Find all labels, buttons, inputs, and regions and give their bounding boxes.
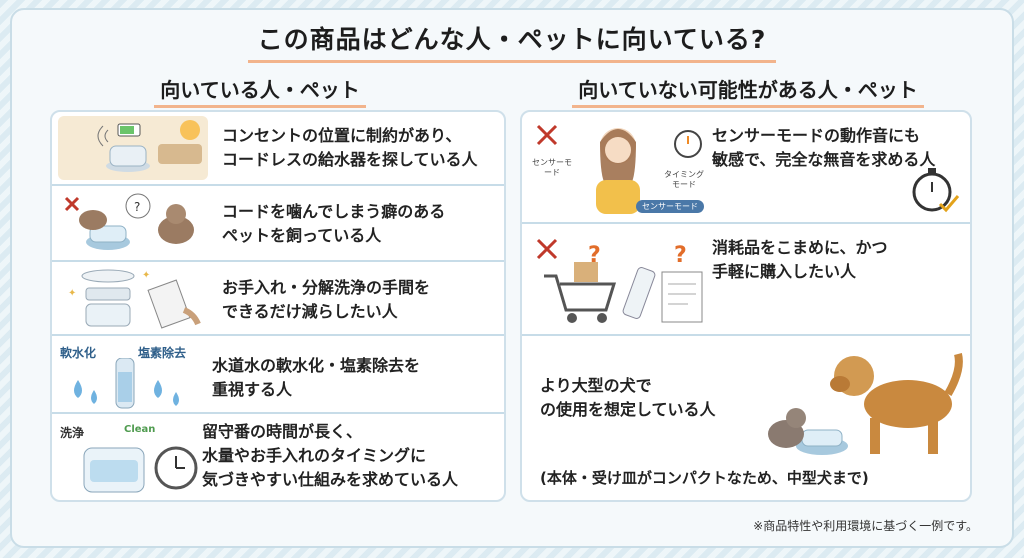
unsuitable-panel: センサーモード タイミングモード センサーモード センサーモードの動作音にも敏感… xyxy=(520,110,972,502)
large-dog-cat-illustration xyxy=(768,353,963,455)
svg-text:✦: ✦ xyxy=(68,288,76,299)
list-item: ? コードを噛んでしまう癖のあるペットを飼っている人 xyxy=(52,184,504,260)
suitable-panel: コンセントの位置に制約があり、コードレスの給水器を探している人 ? コードを噛ん… xyxy=(50,110,506,502)
list-item: 洗浄 Clean 留守番の時間が長く、水量やお手入れのタイミングに気づきやすい仕… xyxy=(52,412,504,500)
item-text: コードを噛んでしまう癖のあるペットを飼っている人 xyxy=(222,202,446,245)
clean-label: Clean xyxy=(124,424,156,435)
item-subtext: (本体・受け皿がコンパクトなため、中型犬まで) xyxy=(540,469,869,487)
timer-check-icon xyxy=(912,168,960,213)
left-column-heading: 向いている人・ペット xyxy=(60,74,460,108)
chlorine-removal-label: 塩素除去 xyxy=(138,346,187,360)
item-text: 消耗品をこまめに、かつ手軽に購入したい人 xyxy=(712,238,888,281)
sensor-mode-chip: センサーモード xyxy=(636,200,704,213)
timing-mode-label: タイミングモード xyxy=(664,170,704,189)
easy-cleaning-illustration: ✦ ✦ xyxy=(68,269,201,329)
cat-cord-illustration: ? xyxy=(64,193,194,250)
washing-label: 洗浄 xyxy=(60,426,85,440)
fountain-clock-illustration xyxy=(83,446,198,493)
consumables-cart-illustration: ? ? xyxy=(536,238,703,323)
list-item: より大型の犬での使用を想定している人 (本体・受け皿がコンパクトなため、中型犬ま… xyxy=(522,334,970,500)
svg-text:✦: ✦ xyxy=(142,270,150,281)
item-text: センサーモードの動作音にも敏感で、完全な無音を求める人 xyxy=(712,126,936,169)
sensor-mode-label: センサーモード xyxy=(532,158,572,177)
list-item: ? ? 消耗品をこまめに、かつ手軽に購入したい人 xyxy=(522,222,970,334)
item-text: より大型の犬での使用を想定している人 xyxy=(540,376,716,419)
item-text: お手入れ・分解洗浄の手間をできるだけ減らしたい人 xyxy=(222,278,431,321)
footnote: ※商品特性や利用環境に基づく一例です。 xyxy=(753,519,978,533)
sensor-noise-illustration xyxy=(536,124,702,214)
page-title: この商品はどんな人・ペットに向いている? xyxy=(0,20,1024,63)
softening-label: 軟水化 xyxy=(60,346,97,360)
right-column-heading: 向いていない可能性がある人・ペット xyxy=(528,74,968,108)
filter-water-drops-illustration xyxy=(74,358,179,409)
list-item: ✦ ✦ お手入れ・分解洗浄の手間をできるだけ減らしたい人 xyxy=(52,260,504,334)
svg-text:?: ? xyxy=(134,200,140,214)
item-text: コンセントの位置に制約があり、コードレスの給水器を探している人 xyxy=(222,126,478,169)
list-item: 軟水化 塩素除去 水道水の軟水化・塩素除去を重視する人 xyxy=(52,334,504,412)
cordless-fountain-illustration xyxy=(58,116,208,180)
svg-text:?: ? xyxy=(674,243,687,268)
list-item: センサーモード タイミングモード センサーモード センサーモードの動作音にも敏感… xyxy=(522,112,970,222)
svg-text:?: ? xyxy=(588,243,601,268)
item-text: 水道水の軟水化・塩素除去を重視する人 xyxy=(212,356,421,399)
item-text: 留守番の時間が長く、水量やお手入れのタイミングに気づきやすい仕組みを求めている人 xyxy=(202,422,459,489)
list-item: コンセントの位置に制約があり、コードレスの給水器を探している人 xyxy=(52,112,504,184)
